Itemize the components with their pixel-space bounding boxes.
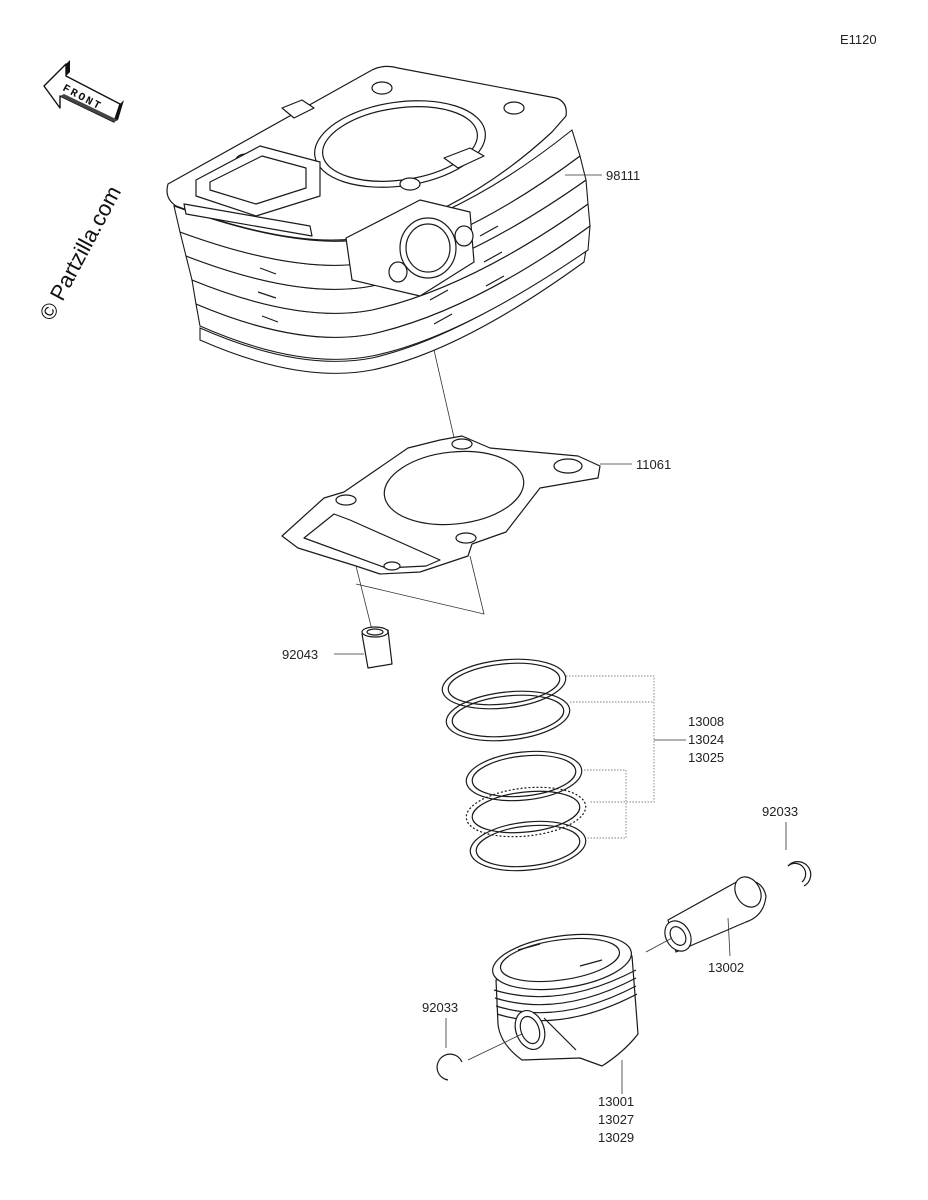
circlip-left (436, 1053, 463, 1081)
cylinder-base-gasket (281, 435, 601, 575)
label-ring-3: 13025 (688, 750, 724, 765)
watermark: © Partzilla.com (34, 182, 126, 325)
piston-ring-set (441, 658, 587, 872)
label-cylinder: 98111 (606, 168, 640, 183)
label-piston-2: 13027 (598, 1112, 634, 1127)
front-arrow-icon: FRONT (43, 60, 124, 123)
label-dowel-pin: 92043 (282, 647, 318, 662)
piston (491, 933, 639, 1067)
label-piston-pin: 13002 (708, 960, 744, 975)
label-circlip-left: 92033 (422, 1000, 458, 1015)
cylinder (166, 65, 591, 374)
label-piston-1: 13001 (598, 1094, 634, 1109)
label-piston-3: 13029 (598, 1130, 634, 1145)
circlip-right (787, 861, 812, 887)
diagram-code: E1120 (840, 32, 877, 47)
dowel-pin (361, 626, 393, 669)
label-gasket: 11061 (636, 457, 671, 472)
label-ring-2: 13024 (688, 732, 724, 747)
piston-pin (664, 876, 767, 953)
label-ring-1: 13008 (688, 714, 724, 729)
label-circlip-right: 92033 (762, 804, 798, 819)
